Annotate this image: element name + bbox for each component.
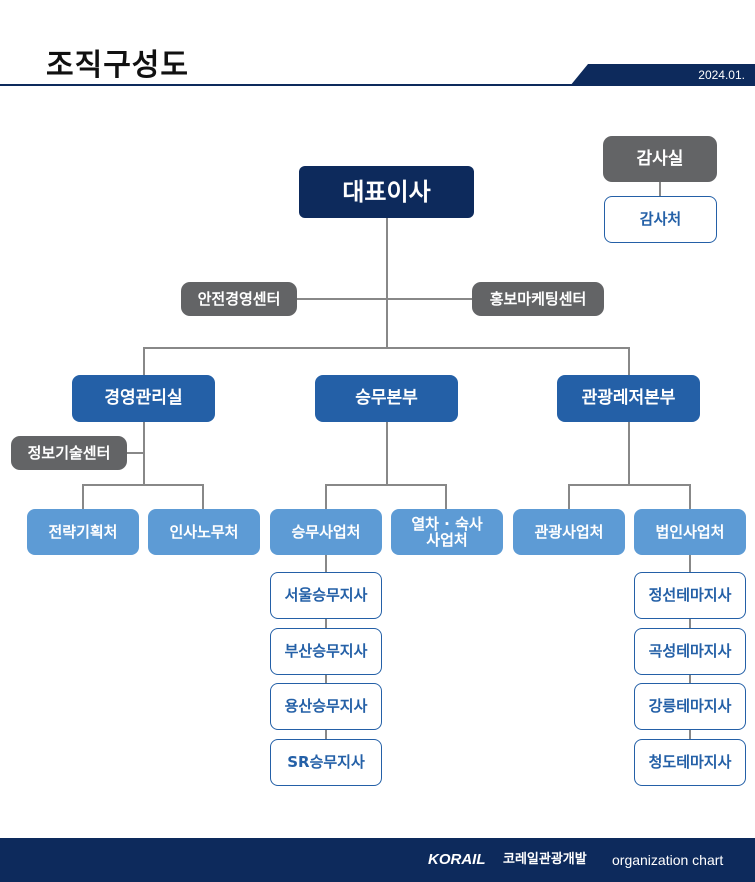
company-name: 코레일관광개발 bbox=[503, 852, 587, 867]
it-center-box: 정보기술센터 bbox=[11, 436, 127, 470]
connector-dept2 bbox=[202, 484, 204, 509]
safety-center-box: 안전경영센터 bbox=[181, 282, 297, 316]
dept-train-lodging: 열차 · 숙사 사업처 bbox=[391, 509, 503, 555]
branch-gangneung-theme: 강릉테마지사 bbox=[634, 683, 746, 730]
connector-it-center bbox=[126, 452, 144, 454]
footer-caption: organization chart bbox=[612, 852, 724, 868]
korail-logo: KORAIL bbox=[428, 851, 486, 868]
connector-div2-bar bbox=[325, 484, 447, 486]
marketing-center-box: 홍보마케팅센터 bbox=[472, 282, 604, 316]
page-title: 조직구성도 bbox=[46, 48, 189, 83]
branch-seoul-crew: 서울승무지사 bbox=[270, 572, 382, 619]
connector-div2-down bbox=[386, 421, 388, 485]
branch-jeongseon-theme: 정선테마지사 bbox=[634, 572, 746, 619]
connector-dept1 bbox=[82, 484, 84, 509]
connector-div1-down bbox=[143, 421, 145, 485]
connector-dept4 bbox=[445, 484, 447, 509]
header-divider bbox=[0, 84, 755, 86]
connector-audit bbox=[659, 182, 661, 196]
division-crew: 승무본부 bbox=[315, 375, 458, 422]
connector-div1-bar bbox=[82, 484, 204, 486]
connector-div3 bbox=[628, 347, 630, 375]
connector-staff-left bbox=[296, 298, 387, 300]
branch-yongsan-crew: 용산승무지사 bbox=[270, 683, 382, 730]
dept-crew-business: 승무사업처 bbox=[270, 509, 382, 555]
footer-bar bbox=[0, 838, 755, 882]
connector-dept6 bbox=[689, 484, 691, 509]
connector-divisions-bar bbox=[143, 347, 630, 349]
connector-div3-down bbox=[628, 421, 630, 485]
ceo-box: 대표이사 bbox=[299, 166, 474, 218]
branch-cheongdo-theme: 청도테마지사 bbox=[634, 739, 746, 786]
dept-strategy: 전략기획처 bbox=[27, 509, 139, 555]
audit-office-box: 감사실 bbox=[603, 136, 717, 182]
dept-tourism-business: 관광사업처 bbox=[513, 509, 625, 555]
division-tourism: 관광레저본부 bbox=[557, 375, 700, 422]
connector-staff-right bbox=[387, 298, 473, 300]
audit-dept-box: 감사처 bbox=[604, 196, 717, 243]
branch-gokseong-theme: 곡성테마지사 bbox=[634, 628, 746, 675]
dept-corporate-business: 법인사업처 bbox=[634, 509, 746, 555]
date-label: 2024.01. bbox=[698, 68, 745, 82]
connector-dept5 bbox=[568, 484, 570, 509]
connector-div1 bbox=[143, 347, 145, 375]
branch-busan-crew: 부산승무지사 bbox=[270, 628, 382, 675]
header-tab bbox=[570, 64, 755, 86]
connector-ceo-trunk bbox=[386, 218, 388, 348]
dept-hr: 인사노무처 bbox=[148, 509, 260, 555]
connector-div3-bar bbox=[568, 484, 691, 486]
branch-sr-crew: SR승무지사 bbox=[270, 739, 382, 786]
connector-dept3 bbox=[325, 484, 327, 509]
division-management: 경영관리실 bbox=[72, 375, 215, 422]
